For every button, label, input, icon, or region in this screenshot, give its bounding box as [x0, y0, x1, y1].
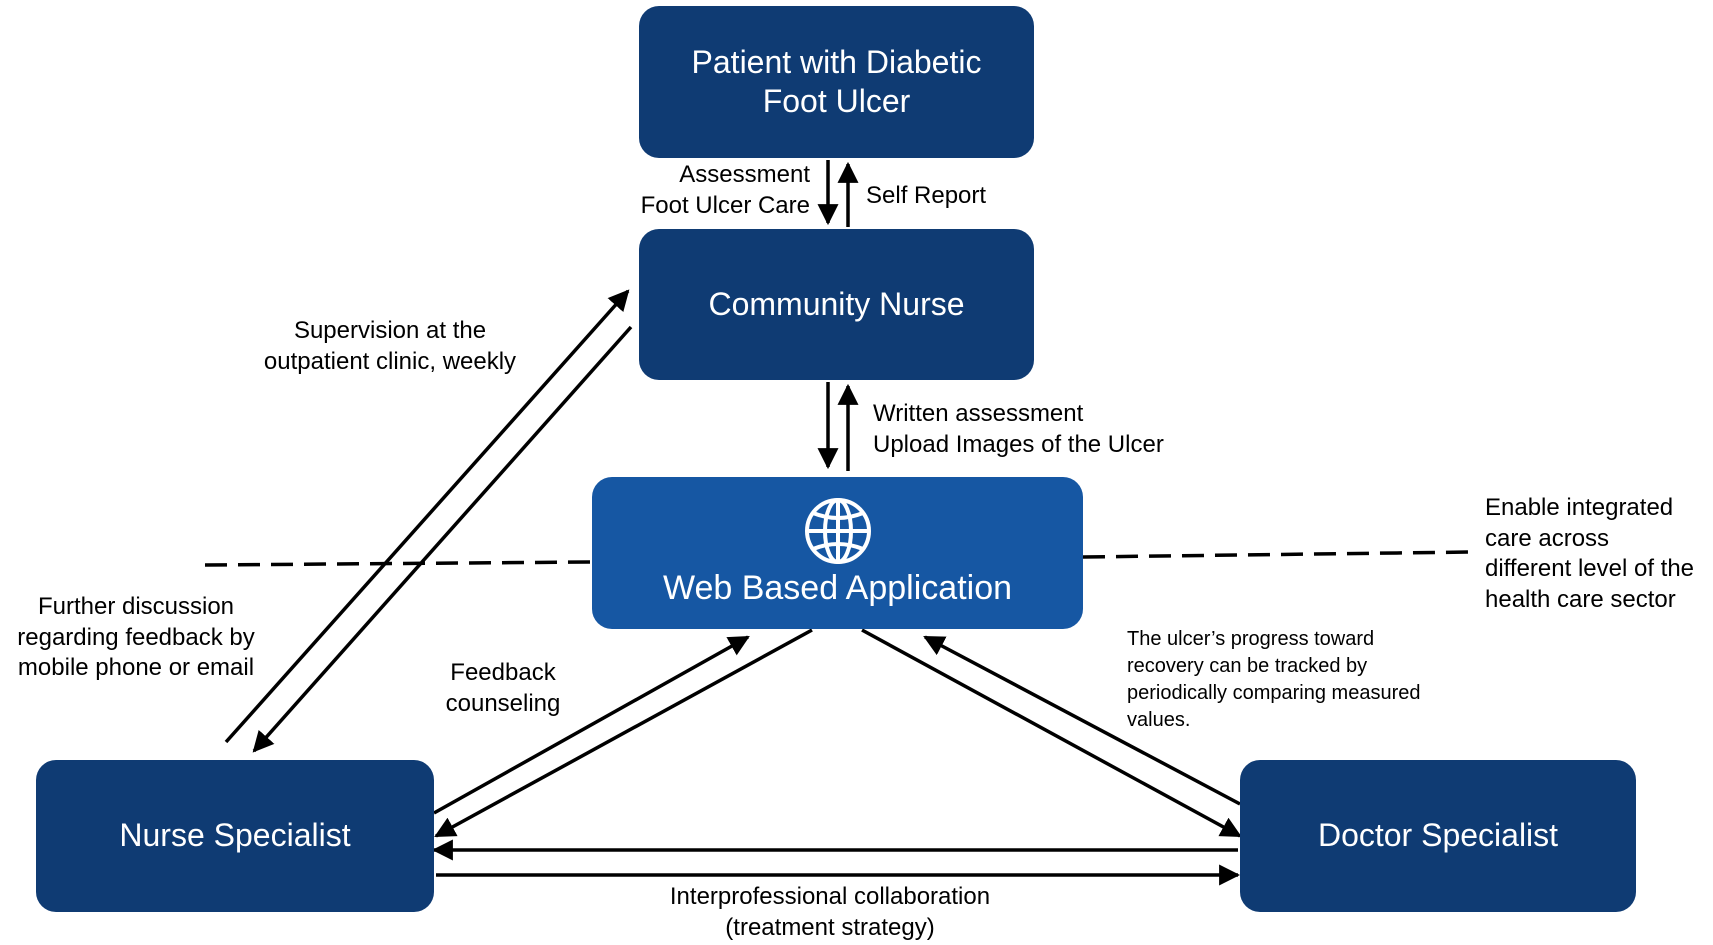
arrow-nurse-to-web [433, 635, 750, 815]
annotation-integrated-line3: different level of the [1485, 555, 1695, 583]
node-web-app-label: Web Based Application [662, 569, 1013, 608]
node-doctor-specialist-label: Doctor Specialist [1317, 817, 1559, 854]
label-interprofessional-line1: Interprofessional collaboration [669, 883, 991, 910]
label-progress-line4: values. [1127, 709, 1191, 731]
label-written: Written assessment Upload Images of the … [873, 399, 1164, 460]
node-community-nurse-label: Community Nurse [708, 285, 965, 322]
globe-icon [804, 498, 871, 565]
label-feedback: Feedback counseling [420, 658, 586, 719]
label-progress-line1: The ulcer’s progress toward [1127, 628, 1375, 650]
label-progress: The ulcer’s progress toward recovery can… [1127, 626, 1420, 734]
label-feedback-line2: counseling [445, 689, 561, 717]
node-patient[interactable]: Patient with Diabetic Foot Ulcer [639, 6, 1034, 158]
label-written-line1: Written assessment [873, 400, 1084, 427]
annotation-integrated-line2: care across [1485, 524, 1610, 552]
label-self-report-text: Self Report [866, 182, 987, 209]
divider-left [204, 560, 593, 567]
label-supervision: Supervision at the outpatient clinic, we… [240, 316, 540, 377]
label-assessment: Assessment Foot Ulcer Care [600, 160, 810, 221]
label-assessment-line1: Assessment [679, 161, 810, 188]
label-interprofessional-line2: (treatment strategy) [725, 913, 935, 941]
label-supervision-line2: outpatient clinic, weekly [263, 347, 517, 375]
node-nurse-specialist-label: Nurse Specialist [119, 817, 351, 854]
label-further-discussion-line1: Further discussion [37, 593, 235, 620]
node-community-nurse[interactable]: Community Nurse [639, 229, 1034, 380]
node-doctor-specialist[interactable]: Doctor Specialist [1240, 760, 1636, 912]
label-interprofessional: Interprofessional collaboration (treatme… [600, 882, 1060, 943]
node-web-app[interactable]: Web Based Application [592, 477, 1083, 629]
divider-right [1082, 550, 1473, 559]
label-assessment-line2: Foot Ulcer Care [640, 191, 810, 219]
label-further-discussion: Further discussion regarding feedback by… [0, 592, 272, 684]
node-patient-line2: Foot Ulcer [762, 83, 911, 119]
arrow-doctor-to-web [923, 635, 1241, 806]
label-further-discussion-line3: mobile phone or email [17, 654, 255, 682]
label-supervision-line1: Supervision at the [293, 317, 487, 344]
node-patient-line1: Patient with Diabetic [691, 43, 982, 80]
label-feedback-line1: Feedback [450, 659, 556, 686]
node-nurse-specialist[interactable]: Nurse Specialist [36, 760, 434, 912]
arrow-supervision [224, 289, 630, 744]
annotation-integrated-line4: health care sector [1485, 586, 1676, 614]
arrow-further-discussion [252, 325, 633, 753]
label-progress-line3: periodically comparing measured [1127, 682, 1421, 704]
label-progress-line2: recovery can be tracked by [1127, 655, 1368, 677]
label-further-discussion-line2: regarding feedback by [17, 623, 255, 651]
arrow-web-to-doctor [861, 628, 1242, 838]
arrow-web-to-nurse [434, 628, 813, 838]
annotation-integrated-care: Enable integrated care across different … [1485, 493, 1694, 616]
annotation-integrated-line1: Enable integrated [1485, 494, 1674, 521]
label-written-line2: Upload Images of the Ulcer [873, 430, 1164, 458]
label-self-report: Self Report [866, 181, 986, 212]
